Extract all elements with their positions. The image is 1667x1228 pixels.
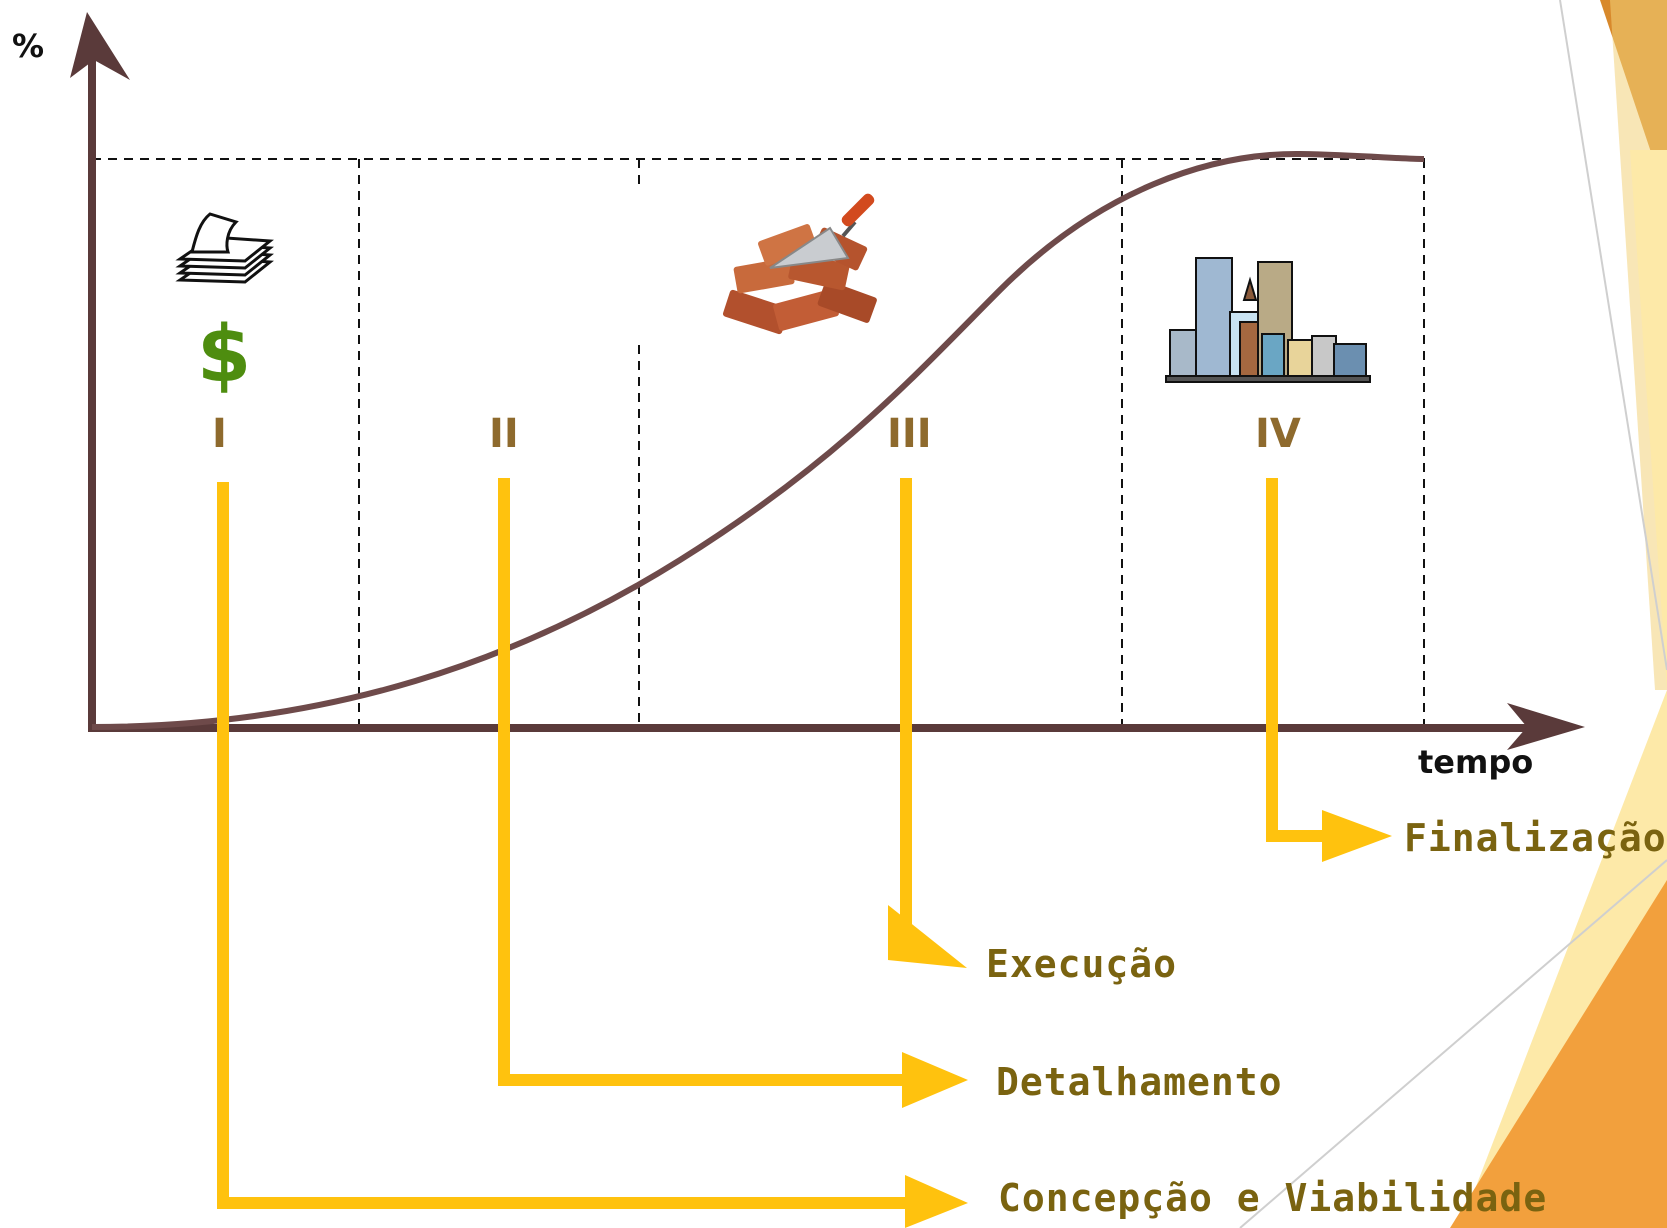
bricks-trowel-icon [722,193,877,335]
phase-label-finalizacao: Finalização [1404,816,1667,860]
y-axis-label: % [12,27,45,65]
stage-numeral-III: III [887,411,932,457]
connector-arrowheads [888,810,1392,1228]
x-axis-label: tempo [1418,743,1534,781]
stage-numeral-II: II [489,411,519,457]
connector-I [217,482,910,1209]
dashed-guides [92,158,1425,730]
phase-label-concepcao: Concepção e Viabilidade [998,1176,1548,1220]
axes [70,12,1585,750]
arrowhead-II [902,1052,968,1108]
dollar-sign-icon: $ [197,310,252,400]
city-buildings-icon [1165,257,1371,383]
arrowhead-IV [1322,810,1392,862]
stage-numeral-I: I [212,411,227,457]
connectors [217,478,1330,1209]
connector-II [498,478,910,1086]
phase-label-execucao: Execução [986,942,1178,986]
papers-stack-icon [175,212,274,284]
arrowhead-III [888,905,967,968]
y-axis-arrow [70,12,130,80]
slide-decoration [1239,0,1667,1228]
x-axis-arrow [1507,703,1585,750]
stage-numeral-IV: IV [1255,411,1301,457]
s-curve [91,150,1425,730]
connector-IV [1266,478,1330,842]
phase-label-detalhamento: Detalhamento [996,1060,1283,1104]
arrowhead-I [905,1175,968,1228]
